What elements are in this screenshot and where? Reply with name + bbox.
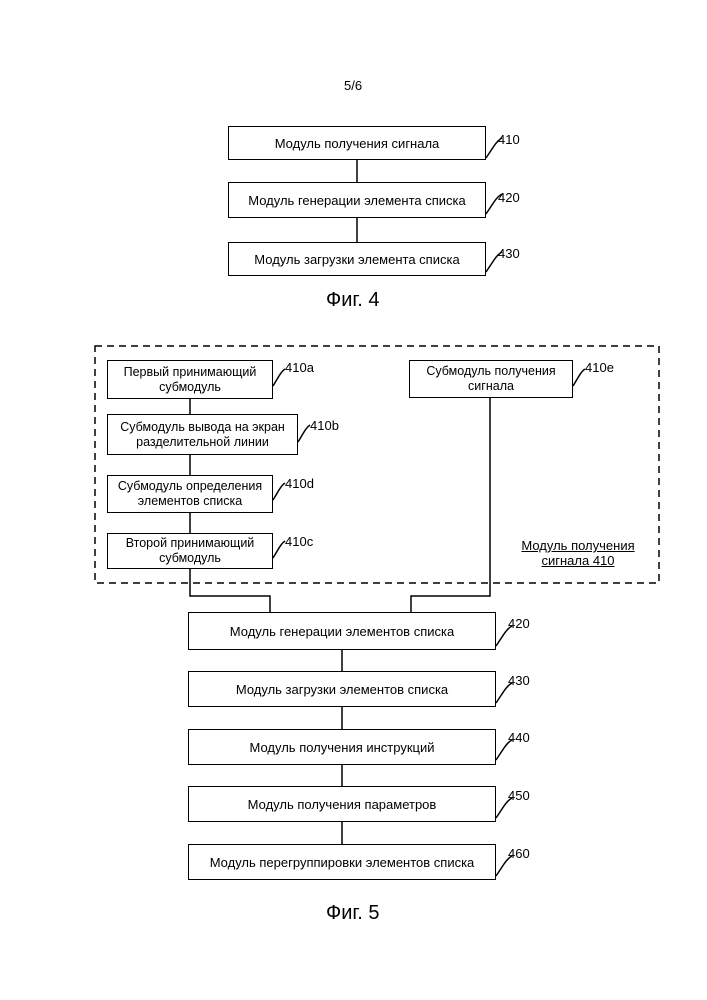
submodule-410a-line1: Первый принимающий — [124, 365, 257, 380]
module-430: Модуль загрузки элементов списка — [188, 671, 496, 707]
ref-410e: 410e — [585, 360, 614, 375]
fig5-caption: Фиг. 5 — [326, 902, 379, 925]
submodule-410a-line2: субмодуль — [159, 380, 221, 395]
ref-410b: 410b — [310, 418, 339, 433]
group-label-line1: Модуль получения — [510, 538, 646, 553]
ref-430: 430 — [508, 673, 530, 688]
submodule-410b: Субмодуль вывода на экран разделительной… — [107, 414, 298, 455]
submodule-410e-line1: Субмодуль получения — [426, 364, 555, 379]
fig4-ref-420: 420 — [498, 190, 520, 205]
module-440-label: Модуль получения инструкций — [250, 740, 435, 755]
module-460: Модуль перегруппировки элементов списка — [188, 844, 496, 880]
ref-410c: 410c — [285, 534, 313, 549]
module-450: Модуль получения параметров — [188, 786, 496, 822]
submodule-410b-line2: разделительной линии — [136, 435, 269, 450]
submodule-410d-line2: элементов списка — [138, 494, 242, 509]
module-440: Модуль получения инструкций — [188, 729, 496, 765]
fig4-ref-430: 430 — [498, 246, 520, 261]
ref-460: 460 — [508, 846, 530, 861]
ref-450: 450 — [508, 788, 530, 803]
fig4-caption: Фиг. 4 — [326, 289, 379, 312]
fig4-module-430: Модуль загрузки элемента списка — [228, 242, 486, 276]
module-460-label: Модуль перегруппировки элементов списка — [210, 855, 475, 870]
submodule-410d: Субмодуль определения элементов списка — [107, 475, 273, 513]
ref-410d: 410d — [285, 476, 314, 491]
module-450-label: Модуль получения параметров — [248, 797, 437, 812]
ref-440: 440 — [508, 730, 530, 745]
submodule-410c: Второй принимающий субмодуль — [107, 533, 273, 569]
fig4-module-420: Модуль генерации элемента списка — [228, 182, 486, 218]
submodule-410e: Субмодуль получения сигнала — [409, 360, 573, 398]
fig4-module-410: Модуль получения сигнала — [228, 126, 486, 160]
fig4-module-420-label: Модуль генерации элемента списка — [248, 193, 466, 208]
module-430-label: Модуль загрузки элементов списка — [236, 682, 448, 697]
module-420: Модуль генерации элементов списка — [188, 612, 496, 650]
submodule-410e-line2: сигнала — [468, 379, 514, 394]
submodule-410a: Первый принимающий субмодуль — [107, 360, 273, 399]
submodule-410c-line2: субмодуль — [159, 551, 221, 566]
submodule-410c-line1: Второй принимающий — [126, 536, 255, 551]
fig4-ref-410: 410 — [498, 132, 520, 147]
page-number: 5/6 — [344, 78, 362, 93]
fig4-module-430-label: Модуль загрузки элемента списка — [254, 252, 459, 267]
submodule-410d-line1: Субмодуль определения — [118, 479, 262, 494]
fig4-module-410-label: Модуль получения сигнала — [275, 136, 440, 151]
group-label-line2: сигнала 410 — [510, 553, 646, 568]
module-420-label: Модуль генерации элементов списка — [230, 624, 454, 639]
group-label-410: Модуль получения сигнала 410 — [510, 538, 646, 568]
ref-410a: 410a — [285, 360, 314, 375]
submodule-410b-line1: Субмодуль вывода на экран — [120, 420, 285, 435]
ref-420: 420 — [508, 616, 530, 631]
